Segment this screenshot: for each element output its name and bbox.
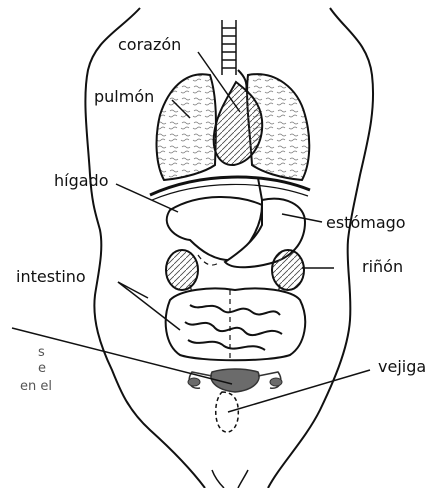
- cut-text-line-2: e: [38, 360, 46, 378]
- trachea: [222, 20, 236, 75]
- right-kidney: [272, 250, 304, 290]
- intestine-label: intestino: [16, 268, 86, 286]
- heart-label: corazón: [118, 36, 181, 54]
- left-kidney: [166, 250, 198, 290]
- bladder-label: vejiga: [378, 358, 426, 376]
- cut-text-line-3: en el: [20, 378, 52, 396]
- stomach-label: estómago: [326, 214, 406, 232]
- intestines: [166, 288, 306, 360]
- kidney-label: riñón: [362, 258, 403, 276]
- lung-label: pulmón: [94, 88, 154, 106]
- bladder: [216, 392, 239, 432]
- left-lung: [157, 74, 216, 180]
- liver-label: hígado: [54, 172, 109, 190]
